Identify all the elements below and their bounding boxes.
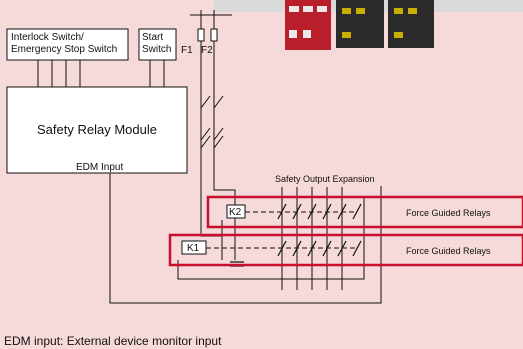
safety-relay-module [6,86,188,174]
fuse-f2-label: F2 [201,45,213,56]
start-switch-box [138,28,177,61]
start-label-line1: Start [142,32,164,43]
force-guided-relays-bottom: Force Guided Relays [406,246,491,256]
k2-highlight-band [206,195,523,229]
contact-rows [206,187,356,290]
edm-loop [109,173,382,304]
force-guided-relays-top: Force Guided Relays [406,208,491,218]
supply-lines [190,10,236,260]
start-label-line2: Switch [142,44,172,55]
k1-highlight-band [168,233,523,267]
contact-slashes [277,203,362,257]
fuse-f1-label: F1 [181,45,193,56]
switch-wires [37,60,165,87]
module-title: Safety Relay Module [37,122,157,137]
interlock-label-line1: Interlock Switch/ [11,32,84,43]
product-photo [214,0,523,50]
interlock-switch-box [6,28,129,61]
edm-input-label: EDM Input [76,162,124,173]
expansion-title: Safety Output Expansion [275,174,375,184]
relay-k1-label: K1 [187,243,200,254]
relay-k2-label: K2 [229,207,242,218]
interlock-label-line2: Emergency Stop Switch [11,44,118,55]
caption: EDM input: External device monitor input [4,334,222,348]
